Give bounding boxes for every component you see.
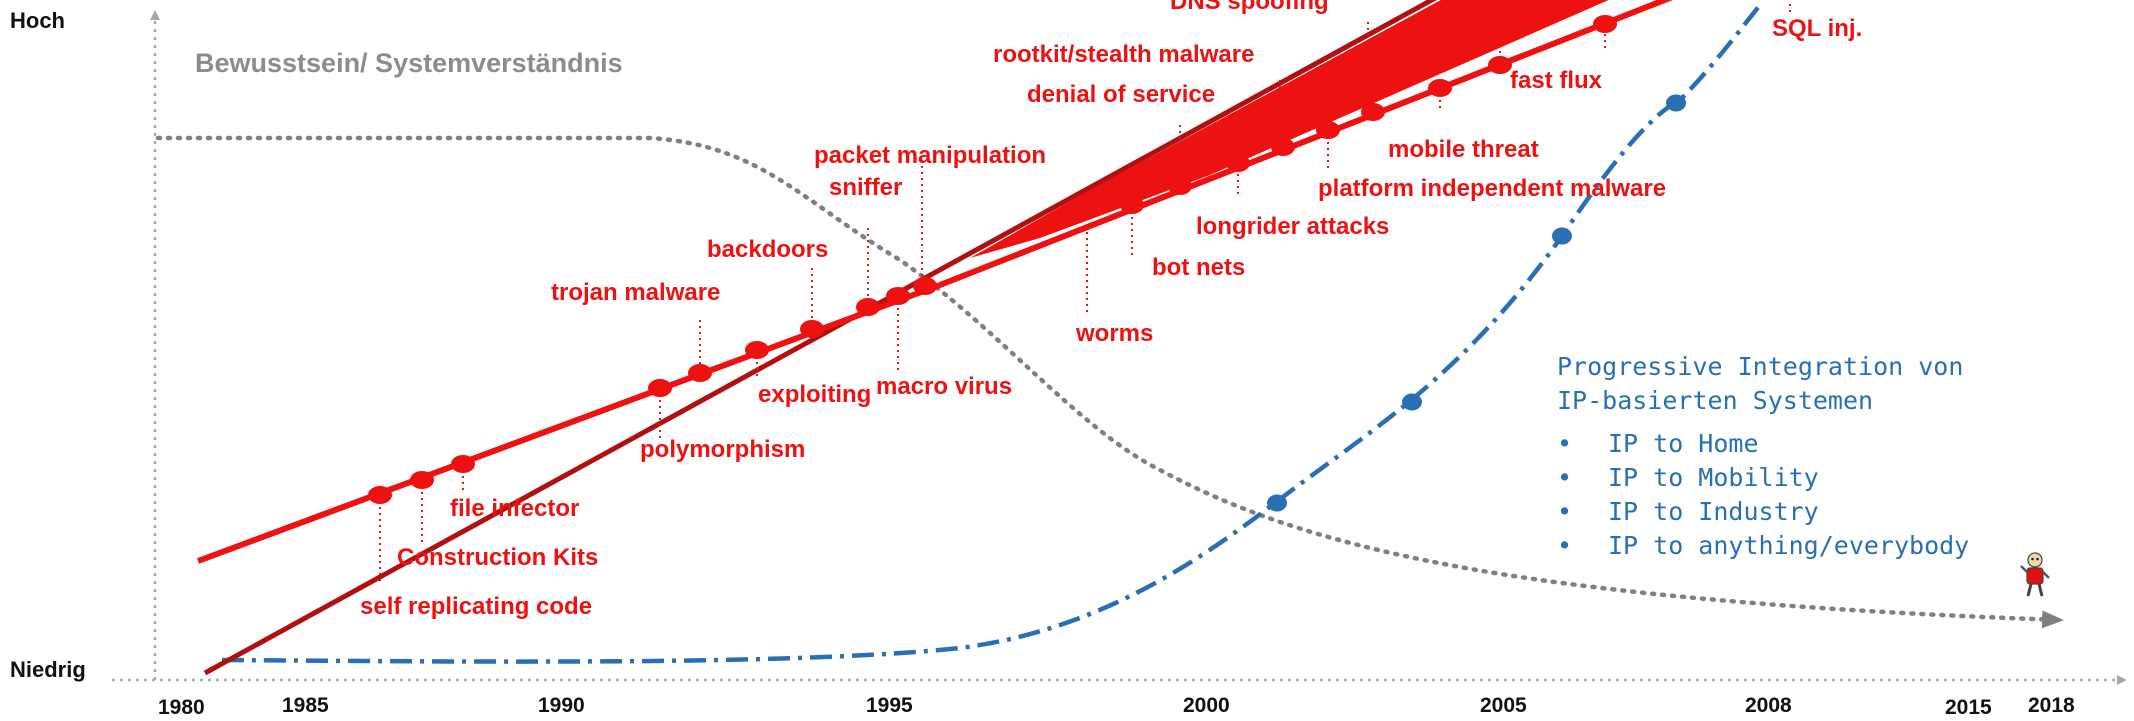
threat-marker <box>1593 15 1617 33</box>
y-axis-high-label: Hoch <box>10 8 65 33</box>
y-axis-low-label: Niedrig <box>10 657 86 682</box>
robot-body <box>2026 567 2044 585</box>
threat-label: bot nets <box>1152 254 1245 281</box>
ip-marker <box>1267 494 1287 512</box>
year-label: 1985 <box>282 694 329 717</box>
threat-marker <box>1316 121 1340 139</box>
threat-marker <box>1488 56 1512 74</box>
threat-label: sniffer <box>829 174 902 201</box>
threat-trend-lines <box>196 0 1673 676</box>
bullet-icon: • <box>1557 531 1572 560</box>
bullet-icon: • <box>1557 463 1572 492</box>
threat-label: SQL inj. <box>1772 15 1862 42</box>
robot-head <box>2027 552 2043 568</box>
threat-fan-area <box>970 0 1609 258</box>
year-label: 2018 <box>2028 694 2075 717</box>
ip-integration-annotation: Progressive Integration von IP-basierten… <box>1557 352 1969 560</box>
year-label: 1995 <box>866 694 913 717</box>
threat-marker <box>451 455 475 473</box>
threat-labels: self replicating code Construction Kits … <box>360 0 1862 620</box>
threat-label: exploiting <box>758 381 871 408</box>
threat-label: worms <box>1075 320 1153 347</box>
robot-figure-icon <box>2020 552 2050 597</box>
threat-marker <box>800 320 824 338</box>
x-axis-year-labels: 1980 1985 1990 1995 2000 2005 2008 2015 … <box>158 694 2075 719</box>
threat-marker <box>1361 103 1385 121</box>
year-label: 2005 <box>1480 694 1527 717</box>
threat-marker <box>1120 196 1144 214</box>
bullet-icon: • <box>1557 497 1572 526</box>
ip-marker <box>1402 393 1422 411</box>
threat-label: mobile threat <box>1388 136 1539 163</box>
ip-integration-bullet: IP to Industry <box>1608 497 1819 526</box>
threat-marker <box>648 379 672 397</box>
year-label: 1980 <box>158 696 205 719</box>
threat-label: platform independent malware <box>1318 175 1666 202</box>
threat-marker <box>688 364 712 382</box>
ip-integration-curve <box>221 3 1762 664</box>
awareness-label: Bewusstsein/ Systemverständnis <box>195 48 623 78</box>
awareness-curve <box>155 135 2064 629</box>
year-label: 1990 <box>538 694 585 717</box>
ip-integration-bullet: IP to Home <box>1608 429 1759 458</box>
threat-label: Construction Kits <box>397 544 598 571</box>
year-label: 2008 <box>1745 694 1792 717</box>
threat-label: rootkit/stealth malware <box>993 41 1254 68</box>
threat-label: self replicating code <box>360 593 592 620</box>
threat-marker <box>1271 138 1295 156</box>
ip-integration-bullet: IP to Mobility <box>1608 463 1819 492</box>
threat-trend-line-upper <box>938 0 1673 288</box>
ip-marker <box>1666 94 1686 112</box>
ip-marker <box>1552 227 1572 245</box>
threat-stems <box>379 4 1791 585</box>
threat-label: longrider attacks <box>1196 213 1389 240</box>
threat-dark-trend-line <box>203 0 1437 676</box>
threat-label: DNS spoofing <box>1170 0 1329 15</box>
threat-marker <box>368 486 392 504</box>
threat-label: backdoors <box>707 236 828 263</box>
threat-marker <box>745 341 769 359</box>
ip-integration-markers <box>1267 94 1686 512</box>
year-label: 2015 <box>1945 696 1992 719</box>
ip-integration-title-line1: Progressive Integration von <box>1557 352 1963 381</box>
threat-marker <box>1168 177 1192 195</box>
threat-marker <box>856 298 880 316</box>
threat-label: trojan malware <box>551 279 720 306</box>
threat-marker <box>886 287 910 305</box>
threat-marker <box>913 277 937 295</box>
threat-label: packet manipulation <box>814 142 1046 169</box>
ip-integration-bullet: IP to anything/everybody <box>1608 531 1969 560</box>
ip-integration-title-line2: IP-basierten Systemen <box>1557 386 1873 415</box>
threat-label: polymorphism <box>640 436 805 463</box>
threat-marker <box>1226 154 1250 172</box>
threat-label: fast flux <box>1510 67 1603 94</box>
bullet-icon: • <box>1557 429 1572 458</box>
ip-integration-bullet-list: • IP to Home • IP to Mobility • IP to In… <box>1557 429 1969 560</box>
threat-label: file infector <box>450 495 579 522</box>
threat-label: denial of service <box>1027 81 1215 108</box>
threat-marker <box>410 471 434 489</box>
threat-markers <box>368 15 1617 504</box>
year-label: 2000 <box>1183 694 1230 717</box>
threat-marker <box>1428 79 1452 97</box>
threat-label: macro virus <box>876 373 1012 400</box>
